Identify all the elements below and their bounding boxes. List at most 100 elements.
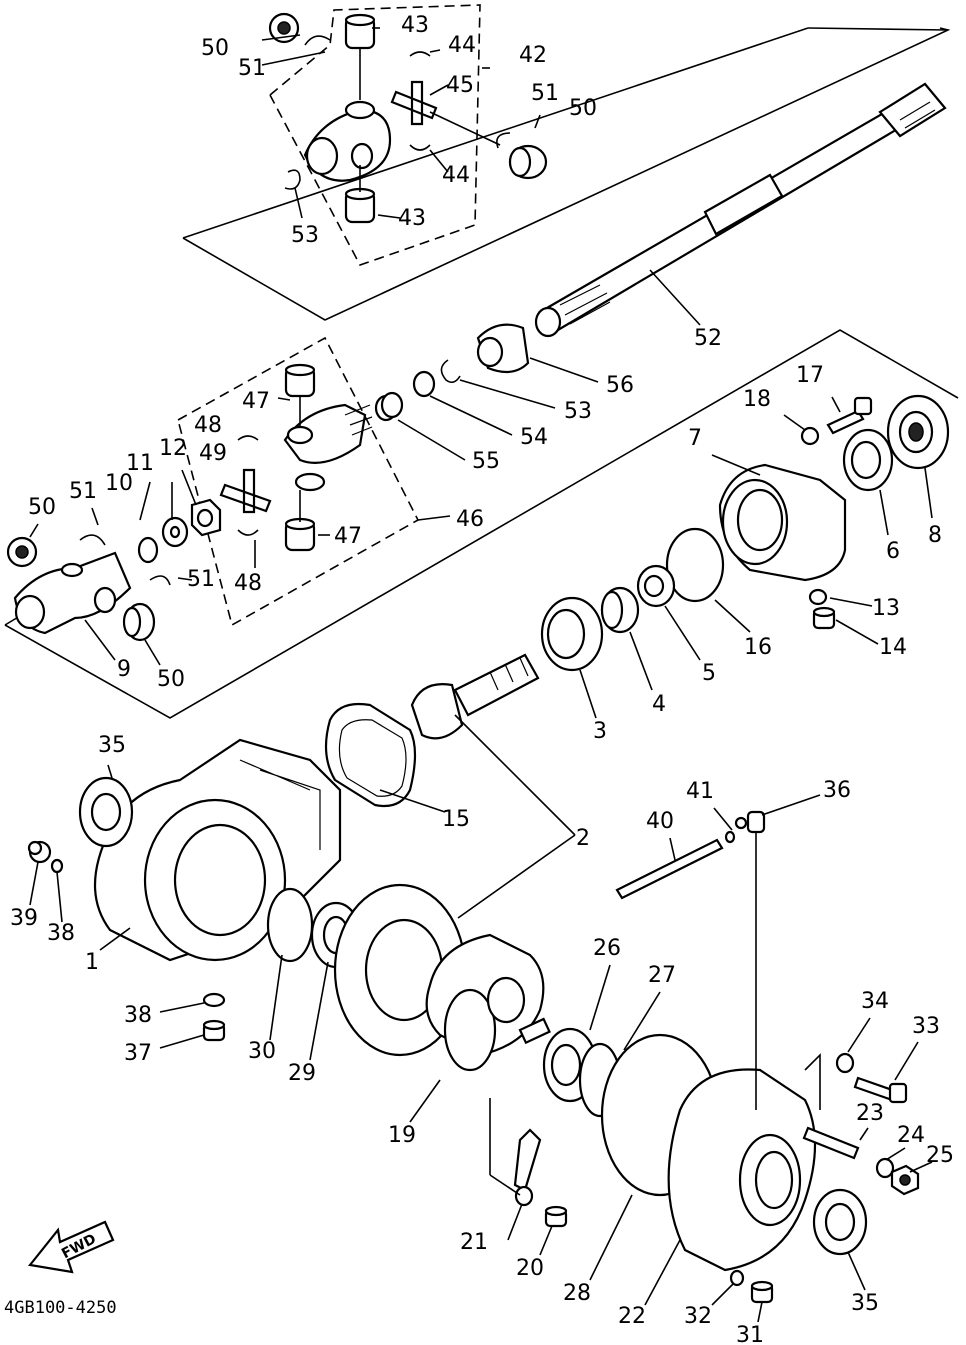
part-label-p47a: 47 — [242, 389, 270, 414]
part-label-p41: 41 — [686, 779, 714, 804]
oil-seal-35-a — [78, 776, 134, 848]
clip-41 — [724, 830, 736, 844]
part-label-p50c: 50 — [28, 495, 56, 520]
part-label-p1: 1 — [85, 950, 99, 975]
part-label-p29: 29 — [288, 1061, 316, 1086]
o-ring-16 — [665, 527, 725, 603]
part-label-p28: 28 — [563, 1281, 591, 1306]
stud-bolt-23 — [802, 1126, 860, 1160]
part-label-p45: 45 — [446, 73, 474, 98]
part-label-p9: 9 — [117, 657, 131, 682]
pinion-housing-assembly — [540, 394, 950, 719]
part-label-p13: 13 — [872, 596, 900, 621]
oil-seal-8 — [886, 394, 950, 470]
part-label-p21: 21 — [460, 1230, 488, 1255]
circlip-51-a — [304, 35, 331, 46]
bolt-17 — [826, 409, 865, 435]
part-label-p53a: 53 — [291, 223, 319, 248]
bearing-6 — [842, 428, 894, 492]
o-ring-10 — [137, 536, 159, 564]
part-label-p51c: 51 — [69, 479, 97, 504]
part-label-p23: 23 — [856, 1101, 884, 1126]
part-label-p47b: 47 — [334, 524, 362, 549]
part-label-p52: 52 — [694, 326, 722, 351]
spider-45 — [390, 80, 438, 126]
clip-44-bottom — [409, 144, 431, 151]
part-label-p24: 24 — [897, 1123, 925, 1148]
part-label-p17: 17 — [796, 363, 824, 388]
part-label-p3: 3 — [593, 719, 607, 744]
washer-24 — [875, 1157, 895, 1179]
part-label-p51a: 51 — [238, 56, 266, 81]
plug-37 — [202, 1019, 226, 1042]
washer-54 — [412, 370, 436, 398]
part-label-p2: 2 — [576, 826, 590, 851]
bearing-3 — [540, 596, 604, 672]
part-label-p20: 20 — [516, 1256, 544, 1281]
part-label-p38b: 38 — [124, 1003, 152, 1028]
part-label-p38a: 38 — [47, 921, 75, 946]
part-label-p15: 15 — [442, 807, 470, 832]
drain-bolt-14 — [812, 606, 836, 630]
part-label-p50b: 50 — [569, 96, 597, 121]
circlip-51-b — [496, 132, 511, 149]
part-label-p32: 32 — [684, 1304, 712, 1329]
washer-18 — [800, 426, 820, 446]
bracket-21 — [513, 1128, 542, 1192]
part-label-p31: 31 — [736, 1323, 764, 1345]
washer-11 — [161, 516, 189, 548]
shim-30 — [266, 887, 314, 963]
clip-48-top — [237, 435, 259, 441]
part-label-p42: 42 — [519, 43, 547, 68]
spring-55 — [374, 391, 404, 422]
part-label-p19: 19 — [388, 1123, 416, 1148]
part-label-p36: 36 — [823, 778, 851, 803]
part-label-p48a: 48 — [194, 413, 222, 438]
part-label-p34: 34 — [861, 989, 889, 1014]
differential-19 — [425, 933, 551, 1072]
washer-38-a — [50, 858, 64, 874]
part-label-p5: 5 — [702, 661, 716, 686]
part-label-p33: 33 — [912, 1014, 940, 1039]
part-label-p7: 7 — [688, 426, 702, 451]
part-label-p4: 4 — [652, 692, 666, 717]
oil-seal-35-b — [812, 1188, 868, 1256]
part-label-p26: 26 — [593, 936, 621, 961]
front-joint-assembly — [4, 323, 959, 719]
part-label-p22: 22 — [618, 1304, 646, 1329]
part-label-p16: 16 — [744, 635, 772, 660]
nut-12 — [190, 498, 222, 537]
clip-48-bottom — [237, 529, 259, 536]
washer-34 — [835, 1052, 855, 1074]
circlip-51-d — [149, 575, 171, 586]
nut-25 — [890, 1164, 920, 1196]
part-label-p55: 55 — [472, 449, 500, 474]
part-label-p14: 14 — [879, 635, 907, 660]
part-label-p27: 27 — [648, 963, 676, 988]
diagram-code: 4GB100-4250 — [4, 1298, 117, 1318]
oil-seal-50-d — [122, 602, 156, 642]
part-label-p51b: 51 — [531, 81, 559, 106]
part-label-p35b: 35 — [851, 1291, 879, 1316]
washer-32 — [729, 1269, 745, 1287]
part-label-p30: 30 — [248, 1039, 276, 1064]
part-label-p46: 46 — [456, 507, 484, 532]
oil-seal-50-b — [508, 144, 548, 180]
rear-shaft-assembly — [182, 4, 951, 338]
part-label-p48b: 48 — [234, 571, 262, 596]
part-label-p53b: 53 — [564, 399, 592, 424]
fwd-arrow — [27, 1220, 115, 1274]
oil-seal-50-a — [268, 12, 300, 44]
part-label-p11: 11 — [126, 451, 154, 476]
part-label-p25: 25 — [926, 1143, 954, 1168]
bearing-5 — [636, 564, 676, 608]
plug-39 — [27, 840, 52, 864]
oil-seal-50-c — [6, 536, 38, 568]
clip-44-top — [409, 51, 431, 57]
washer-13 — [808, 588, 828, 606]
bolt-31 — [750, 1280, 774, 1304]
part-label-p44b: 44 — [442, 163, 470, 188]
part-label-p44a: 44 — [448, 33, 476, 58]
gasket-15 — [324, 702, 417, 808]
